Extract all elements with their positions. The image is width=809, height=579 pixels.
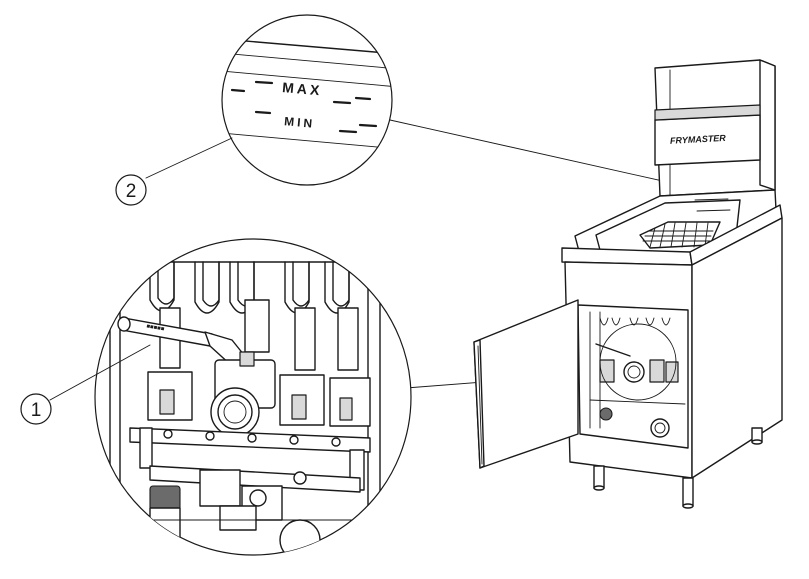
fryer-unit: FRYMASTER (473, 59, 783, 509)
callout-1-leader (49, 344, 151, 401)
lower-components (119, 469, 369, 555)
callout-2-circle (115, 174, 147, 206)
leader-line-top (389, 119, 695, 189)
callout-2-number: 2 (126, 181, 137, 202)
burner-mounts (147, 371, 371, 427)
zoom-circle-level-marks: MAX MIN (221, 14, 393, 186)
callout-1-number: 1 (31, 400, 42, 421)
min-level-label: MIN (284, 114, 316, 131)
fryer-legs (593, 427, 763, 509)
cabinet-door (473, 299, 579, 469)
zoom-circle-drain-valve: ■■■■■ (94, 238, 412, 556)
drain-valve-body (210, 351, 276, 437)
cabinet-interior (589, 311, 686, 438)
basket-grid (639, 221, 721, 249)
max-level-label: MAX (282, 79, 323, 98)
brand-label: FRYMASTER (670, 133, 727, 146)
callout-1-circle (20, 393, 52, 425)
callout-2-leader (145, 137, 233, 179)
valve-handle-tag: ■■■■■ (146, 324, 165, 333)
